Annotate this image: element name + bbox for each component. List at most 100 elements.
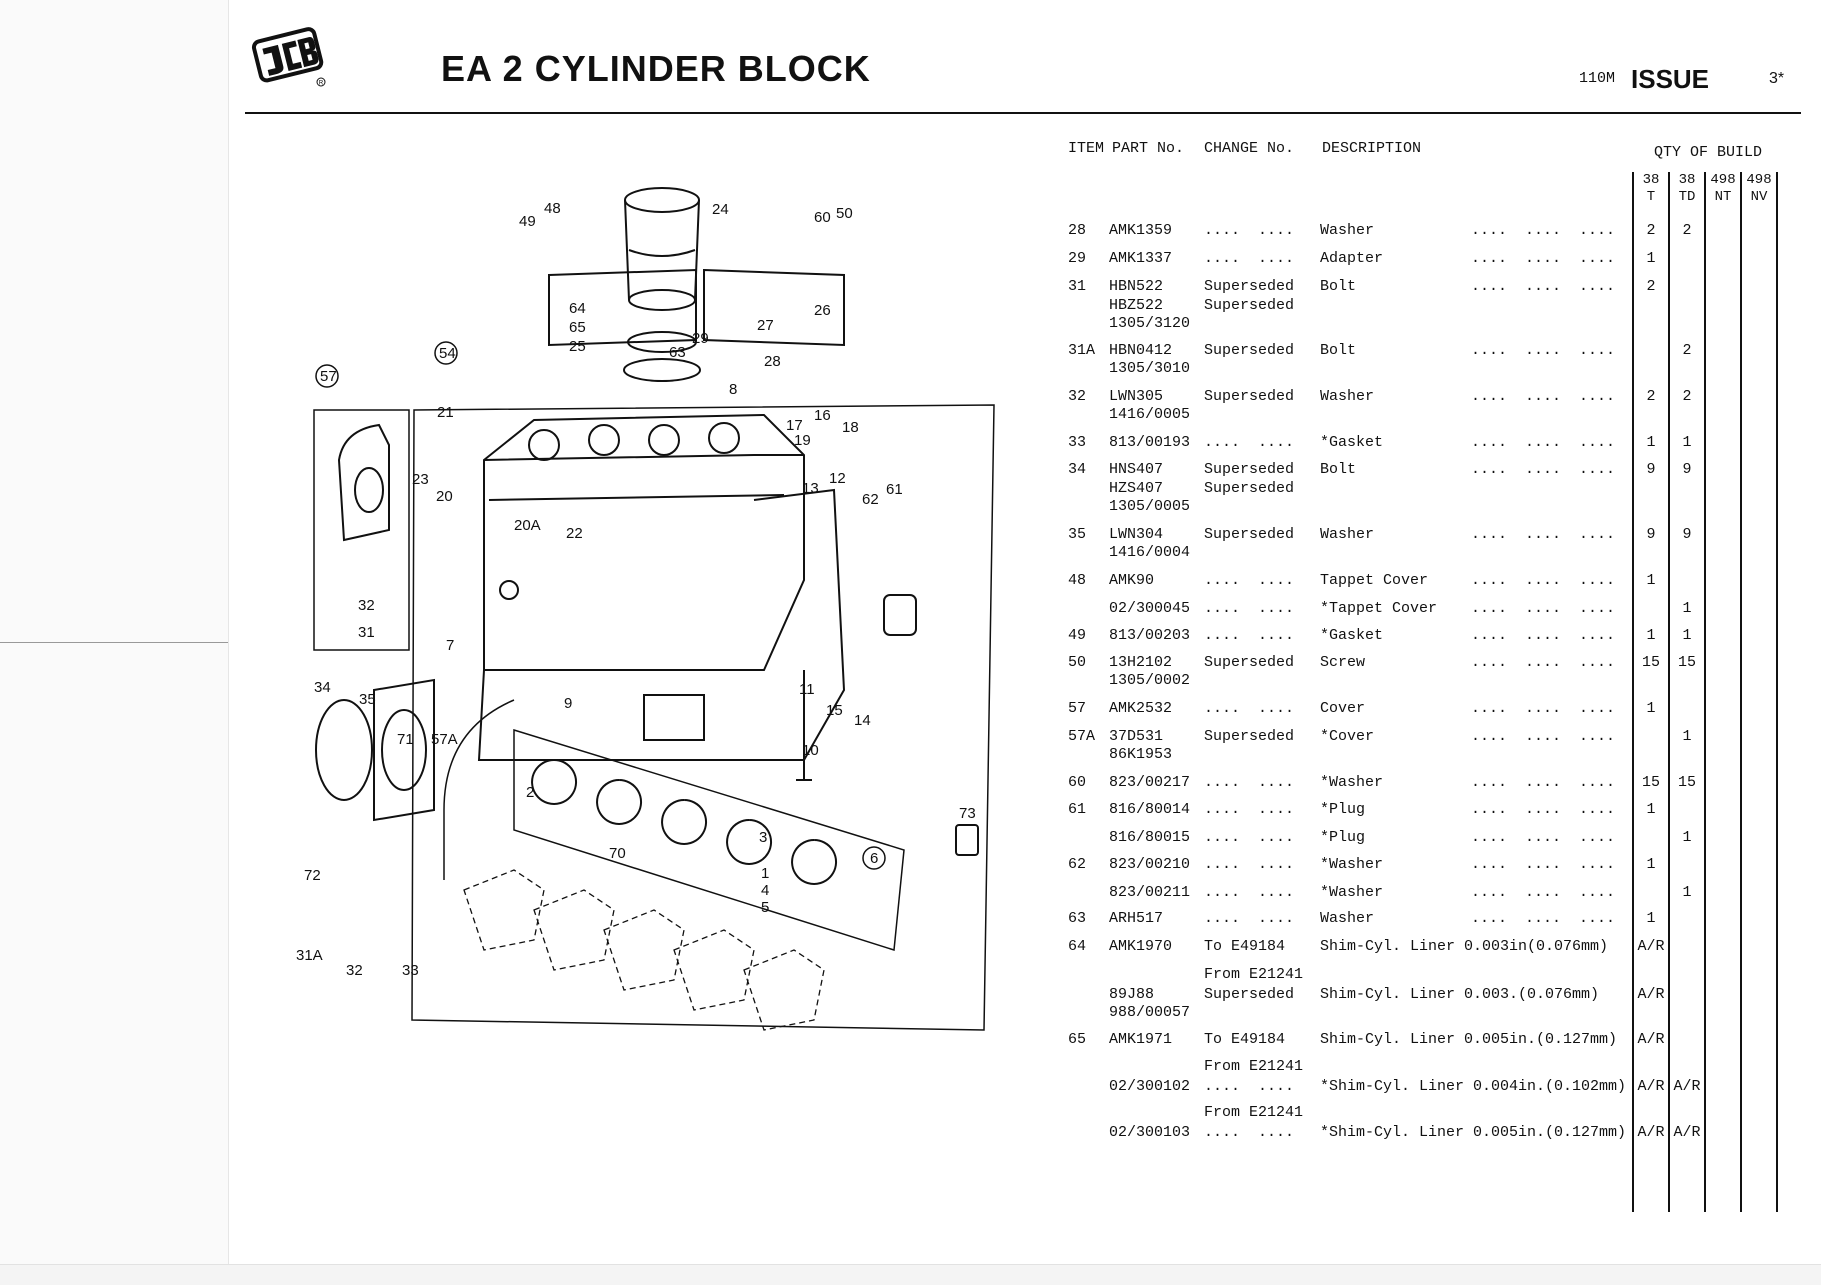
callout-61: 61 — [886, 481, 903, 498]
row-qty-cell: 1 — [1682, 728, 1692, 745]
row-change-number: Superseded — [1204, 526, 1295, 543]
callout-3: 3 — [759, 829, 767, 846]
page-title: EA 2 CYLINDER BLOCK — [441, 48, 871, 89]
row-qty-cell: 2 — [1646, 388, 1656, 405]
row-qty-cell: 15 — [1641, 774, 1660, 791]
row-item-number: 57A — [1068, 728, 1096, 745]
row-part-number: AMK1971 — [1109, 1031, 1173, 1048]
row-qty-cell: A/R — [1637, 986, 1665, 1003]
row-qty-cell: 1 — [1646, 910, 1656, 927]
row-description: Shim-Cyl. Liner 0.003in(0.076mm) — [1320, 938, 1609, 955]
callout-16: 16 — [814, 407, 831, 424]
row-part-number: ARH517 — [1109, 910, 1164, 927]
row-change-number: .... .... — [1204, 250, 1295, 267]
callout-1: 1 — [761, 865, 769, 882]
parts-catalogue-sheet: R EA 2 CYLINDER BLOCK 110M ISSUE 3* — [229, 0, 1821, 1264]
row-change-number: .... .... — [1204, 434, 1295, 451]
callout-35: 35 — [359, 691, 376, 708]
qty-col-498nt-bottom: NT — [1714, 189, 1732, 205]
row-description: *Cover — [1320, 728, 1375, 745]
callout-8: 8 — [729, 381, 737, 398]
row-part-number: 823/00217 — [1109, 774, 1191, 791]
issue-label: ISSUE — [1631, 64, 1710, 94]
callout-29: 29 — [692, 330, 709, 347]
callout-73: 73 — [959, 805, 976, 822]
callout-31a: 31A — [296, 947, 323, 964]
row-part-number: 89J88 — [1109, 986, 1155, 1003]
row-change-number: To E49184 — [1204, 938, 1286, 955]
row-part-number: AMK90 — [1109, 572, 1155, 589]
row-change-number: Superseded — [1204, 388, 1295, 405]
qty-col-38t-bottom: T — [1646, 189, 1656, 205]
row-qty-cell: A/R — [1673, 1124, 1701, 1141]
row-description: Cover — [1320, 700, 1366, 717]
callout-19: 19 — [794, 432, 811, 449]
row-part-number: 813/00203 — [1109, 627, 1191, 644]
callout-48: 48 — [544, 200, 561, 217]
callout-64: 64 — [569, 300, 586, 317]
row-change-number: .... .... — [1204, 774, 1295, 791]
row-qty-cell: A/R — [1637, 1124, 1665, 1141]
row-leader-dots: .... .... .... — [1471, 801, 1616, 818]
callout-13: 13 — [802, 480, 819, 497]
row-part-number: 988/00057 — [1109, 1004, 1191, 1021]
row-change-number: From E21241 — [1204, 1058, 1304, 1075]
row-qty-cell: 1 — [1646, 801, 1656, 818]
callout-15: 15 — [826, 702, 843, 719]
callout-18: 18 — [842, 419, 859, 436]
row-qty-cell: 1 — [1646, 250, 1656, 267]
row-qty-cell: 15 — [1677, 774, 1696, 791]
row-leader-dots: .... .... .... — [1471, 654, 1616, 671]
row-qty-cell: 15 — [1677, 654, 1696, 671]
row-part-number: 823/00211 — [1109, 884, 1191, 901]
parts-list-table: ITEM PART No. CHANGE No. DESCRIPTION QTY… — [229, 0, 1821, 1264]
col-header-description: DESCRIPTION — [1322, 140, 1422, 157]
row-qty-cell: 2 — [1646, 278, 1656, 295]
row-change-number: .... .... — [1204, 856, 1295, 873]
row-leader-dots: .... .... .... — [1471, 250, 1616, 267]
row-description: Shim-Cyl. Liner 0.003.(0.076mm) — [1320, 986, 1600, 1003]
row-qty-cell: 2 — [1682, 342, 1692, 359]
row-part-number: 1416/0005 — [1109, 406, 1191, 423]
row-item-number: 60 — [1068, 774, 1087, 791]
row-qty-cell: A/R — [1673, 1078, 1701, 1095]
row-part-number: AMK1359 — [1109, 222, 1173, 239]
qty-divider-4 — [1740, 172, 1742, 1212]
row-item-number: 65 — [1068, 1031, 1087, 1048]
row-part-number: HNS407 — [1109, 461, 1164, 478]
row-description: Washer — [1320, 910, 1375, 927]
row-change-number: To E49184 — [1204, 1031, 1286, 1048]
callout-50: 50 — [836, 205, 853, 222]
callout-25: 25 — [569, 338, 586, 355]
row-part-number: HBZ522 — [1109, 297, 1164, 314]
row-change-number: Superseded — [1204, 461, 1295, 478]
callout-23: 23 — [412, 471, 429, 488]
qty-divider-5 — [1776, 172, 1778, 1212]
row-qty-cell: 9 — [1646, 461, 1656, 478]
row-qty-cell: 2 — [1646, 222, 1656, 239]
row-change-number: Superseded — [1204, 654, 1295, 671]
row-qty-cell: 1 — [1682, 884, 1692, 901]
row-change-number: .... .... — [1204, 801, 1295, 818]
row-part-number: AMK1337 — [1109, 250, 1173, 267]
callout-31: 31 — [358, 624, 375, 641]
jcb-logo: R — [251, 27, 326, 87]
callout-14: 14 — [854, 712, 871, 729]
margin-fold-line — [0, 642, 228, 643]
callout-71: 71 — [397, 731, 414, 748]
row-description: Washer — [1320, 526, 1375, 543]
row-description: Bolt — [1320, 278, 1357, 295]
row-item-number: 49 — [1068, 627, 1087, 644]
row-leader-dots: .... .... .... — [1471, 342, 1616, 359]
callout-57: 57 — [320, 368, 337, 385]
row-leader-dots: .... .... .... — [1471, 600, 1616, 617]
qty-divider-2 — [1668, 172, 1670, 1212]
row-qty-cell: 1 — [1646, 627, 1656, 644]
qty-col-38td-bottom: TD — [1678, 189, 1696, 205]
row-description: *Tappet Cover — [1320, 600, 1438, 617]
row-description: Bolt — [1320, 461, 1357, 478]
svg-text:R: R — [319, 81, 324, 87]
row-item-number: 48 — [1068, 572, 1087, 589]
row-change-number: .... .... — [1204, 572, 1295, 589]
row-leader-dots: .... .... .... — [1471, 728, 1616, 745]
